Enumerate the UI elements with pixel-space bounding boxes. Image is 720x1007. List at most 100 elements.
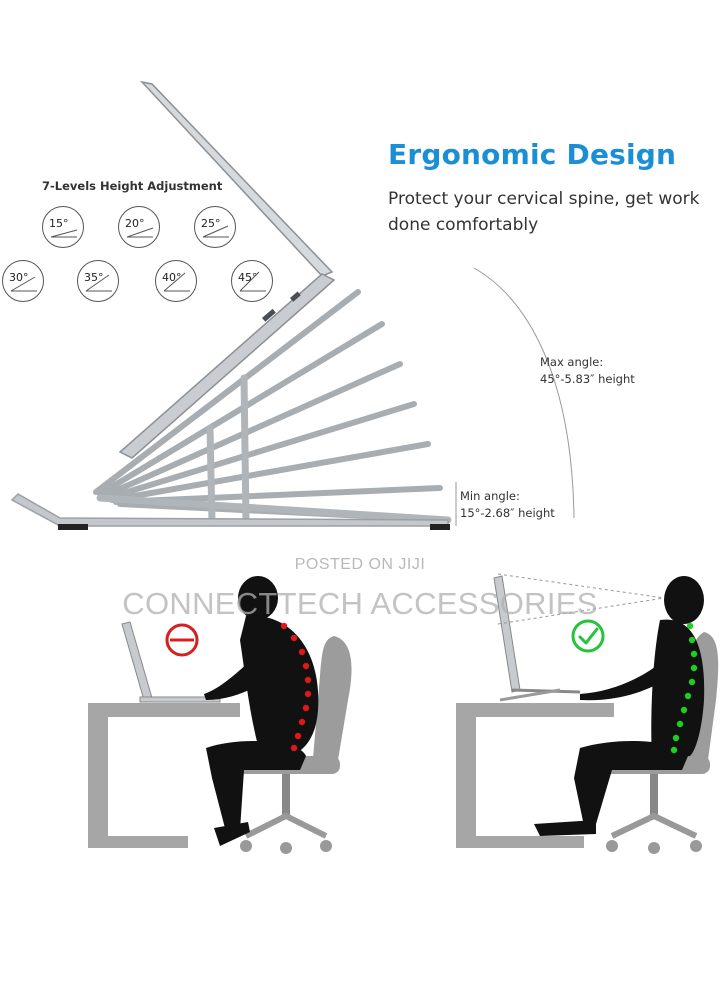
stand-leg <box>96 494 452 524</box>
angle-badge-30: 30° <box>2 260 44 302</box>
watermark-posted: POSTED ON JIJI <box>294 556 426 573</box>
legs <box>206 741 306 832</box>
angle-icon <box>85 274 112 292</box>
good-posture-scene <box>456 573 719 854</box>
spine-dot <box>688 678 696 686</box>
stand-plate <box>101 361 403 499</box>
head <box>664 576 704 624</box>
desk-foot <box>88 836 188 848</box>
angle-label: 45° <box>238 271 258 284</box>
angle-icon <box>163 272 190 292</box>
prohibited-icon <box>165 623 199 657</box>
max-angle-callout: Max angle: 45°-5.83″ height <box>540 354 635 388</box>
rubber-foot <box>58 524 88 530</box>
stand-plate <box>93 289 361 495</box>
desk-top <box>88 703 240 717</box>
desk-foot <box>456 836 584 848</box>
chair-wheel <box>648 842 660 854</box>
angle-badge-40: 40° <box>155 260 197 302</box>
min-angle-label: Min angle: <box>460 489 520 503</box>
angle-label: 25° <box>201 217 221 230</box>
laptop-stand-illustration <box>10 80 452 530</box>
chair-back <box>312 636 352 770</box>
spine-dot <box>672 734 680 742</box>
watermark-seller: CONNECTTECH ACCESSORIES <box>122 586 598 621</box>
desk-top <box>456 703 614 717</box>
spine-dot <box>304 690 312 698</box>
chair-wheel <box>690 840 702 852</box>
angle-badge-15: 15° <box>42 206 84 248</box>
chair-wheel <box>606 840 618 852</box>
angle-badge-25: 25° <box>194 206 236 248</box>
spine-dot <box>302 704 310 712</box>
spine-dot <box>294 732 302 740</box>
legs <box>574 741 688 826</box>
max-angle-value: 45°-5.83″ height <box>540 372 635 386</box>
spine-dot <box>690 650 698 658</box>
angle-label: 20° <box>125 217 145 230</box>
spine-dot <box>298 718 306 726</box>
arm <box>204 650 272 700</box>
foot <box>534 820 596 836</box>
spine-dot <box>688 636 696 644</box>
chair-post <box>282 774 290 818</box>
angle-icon <box>50 229 78 238</box>
desk-side <box>456 703 476 848</box>
levels-title: 7-Levels Height Adjustment <box>42 179 223 193</box>
arm <box>580 660 672 701</box>
checkmark-icon <box>571 619 605 653</box>
sightline <box>497 573 665 599</box>
bad-posture-scene <box>88 576 352 854</box>
laptop-port <box>262 308 276 322</box>
stand-plate <box>109 441 431 503</box>
spine-dot <box>684 692 692 700</box>
desk-side <box>88 703 108 848</box>
page-subtitle: Protect your cervical spine, get work do… <box>388 189 700 235</box>
spine-dot <box>302 662 310 670</box>
spine-dot <box>676 720 684 728</box>
chair-wheel <box>320 840 332 852</box>
sightline <box>497 597 665 625</box>
min-angle-callout: Min angle: 15°-2.68″ height <box>460 488 555 522</box>
max-angle-label: Max angle: <box>540 355 604 369</box>
angle-badge-35: 35° <box>77 260 119 302</box>
angle-label: 35° <box>84 271 104 284</box>
angle-icon <box>126 227 154 238</box>
laptop-port <box>290 291 301 302</box>
page-title: Ergonomic Design <box>388 138 677 171</box>
angle-icon <box>202 225 229 238</box>
angle-icon <box>239 271 266 292</box>
spine-dot <box>686 622 694 630</box>
laptop-base <box>118 273 336 459</box>
chair-post <box>650 774 658 818</box>
head <box>238 576 278 620</box>
spine-dot <box>680 706 688 714</box>
angle-arc <box>473 267 575 519</box>
angle-label: 15° <box>49 217 69 230</box>
angle-badge-45: 45° <box>231 260 273 302</box>
laptop-flat-screen <box>121 621 153 701</box>
chair-legs <box>610 812 698 839</box>
stand-plate <box>105 401 417 501</box>
spine-dot <box>290 744 298 752</box>
torso <box>240 615 319 760</box>
min-angle-value: 15°-2.68″ height <box>460 506 555 520</box>
chair-wheel <box>280 842 292 854</box>
spine-dot <box>670 746 678 754</box>
angle-icon <box>10 276 37 292</box>
chair-wheel <box>240 840 252 852</box>
laptop-screen <box>139 80 334 277</box>
angle-badge-20: 20° <box>118 206 160 248</box>
stand-leg <box>240 374 250 526</box>
chair-legs <box>244 812 328 839</box>
mini-stand <box>499 688 561 702</box>
spine-dot <box>690 664 698 672</box>
spine-dot <box>290 634 298 642</box>
angle-label: 30° <box>9 271 29 284</box>
laptop-flat-base <box>139 696 221 703</box>
spine-dot <box>304 676 312 684</box>
spine-dot <box>298 648 306 656</box>
foot <box>214 822 250 846</box>
spine-dot <box>280 622 288 630</box>
